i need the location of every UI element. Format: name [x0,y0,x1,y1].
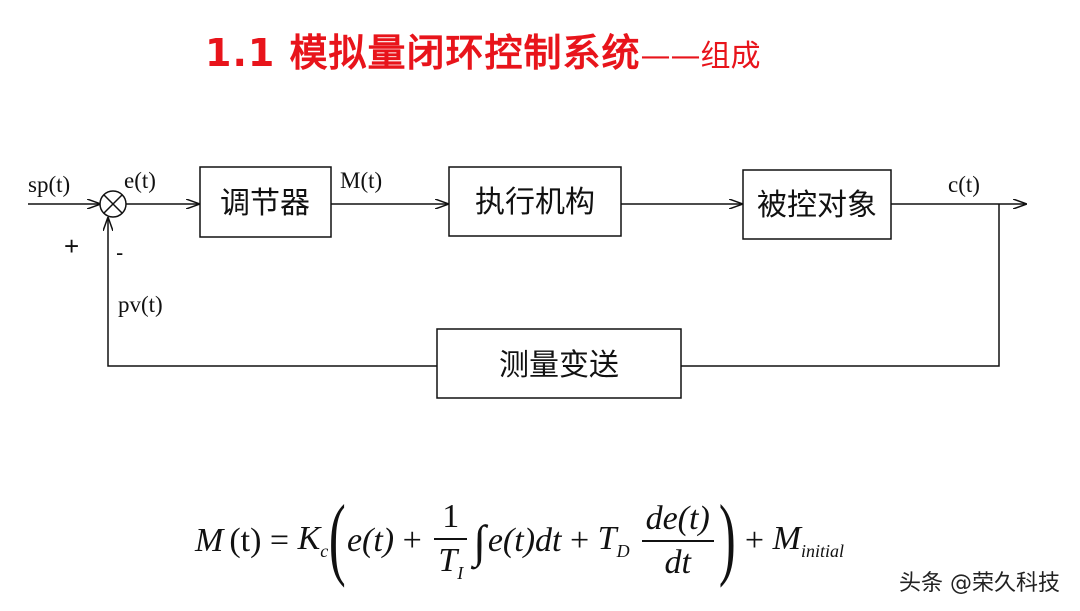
formula-derivative: de(t) dt [641,500,714,581]
formula-kc-sub: c [320,540,329,561]
feedback-right-line [681,204,1000,367]
formula-td: TD [597,520,630,561]
title-dash: —— [640,39,701,74]
formula-one: 1 [442,498,460,536]
formula-arg: (t) [229,522,262,559]
feedback-left-line [108,218,437,367]
controller-block [199,166,332,238]
formula-kc: Kc [297,520,329,561]
actuator-label: 执行机构 [475,185,595,220]
minus-sign: - [116,240,123,265]
actuator-block [448,166,622,237]
formula-de: de(t) [645,500,710,538]
formula-frac-bar-1 [434,538,468,540]
feedback-label: pv(t) [118,292,163,317]
plus-sign: + [64,231,79,261]
summing-junction [99,190,127,218]
formula-integral-body: e(t)dt [487,522,562,559]
formula-e-term: e(t) [346,522,395,559]
watermark: 头条 @荣久科技 [899,571,1060,596]
process-output-label: c(t) [948,172,980,197]
formula-integral-sign: ∫ [473,515,486,567]
formula-m-initial: Minitial [772,520,844,561]
sensor-block [436,328,682,399]
sensor-label: 测量变送 [499,348,619,383]
pid-formula: M (t) = Kc ( e(t) + 1 TI ∫ e(t)dt + TD d… [195,491,844,587]
controller-label: 调节器 [220,186,310,221]
formula-plus-3: + [736,522,773,559]
title-sub: 组成 [700,39,761,74]
formula-plus-1: + [394,522,431,559]
setpoint-label: sp(t) [28,172,70,197]
formula-equals: = [261,522,298,559]
m-signal-label: M(t) [340,168,382,193]
error-label: e(t) [124,168,156,193]
formula-frac-bar-2 [641,540,714,542]
formula-close-paren: ) [718,486,736,588]
slide-title: 1.1 模拟量闭环控制系统 —— 组成 [205,22,761,78]
plant-label: 被控对象 [757,188,877,223]
formula-integral-gain: 1 TI [434,498,468,583]
title-main: 1.1 模拟量闭环控制系统 [205,31,641,75]
formula-plus-2: + [561,522,598,559]
formula-dt: dt [664,544,691,581]
plant-block [742,169,892,240]
formula-ti: TI [438,542,464,583]
formula-open-paren: ( [329,486,347,588]
formula-lhs: M [195,522,224,559]
